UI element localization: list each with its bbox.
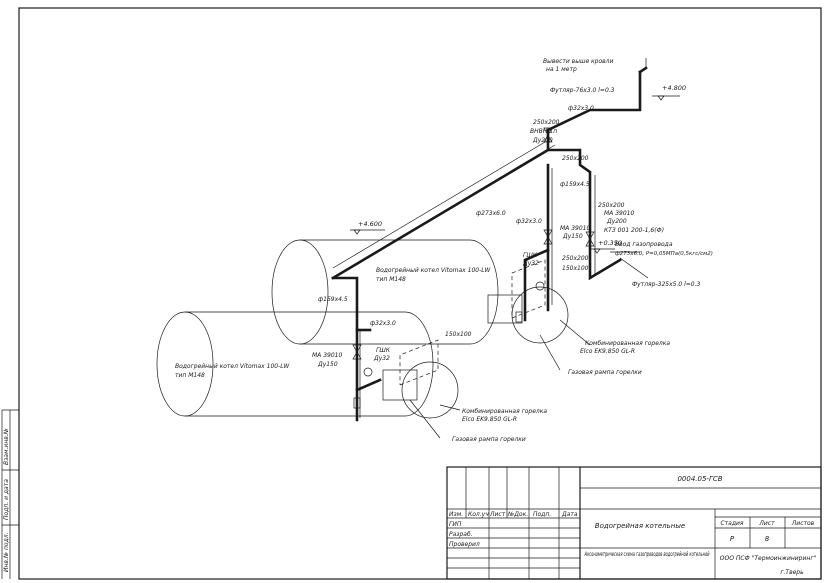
- sheet-header: Лист: [758, 520, 775, 527]
- burner-left: [382, 361, 459, 419]
- burner-right-2: Elco EK9.850 GL-R: [580, 348, 635, 355]
- sheet-value: 8: [765, 535, 770, 543]
- sleeve-325: Футляр-325х5.0 l=0.3: [632, 281, 701, 288]
- burner-left-1: Комбинированная горелка: [462, 408, 547, 415]
- col-header-doc: №Док.: [507, 511, 528, 518]
- role-gip: ГИП: [449, 521, 462, 528]
- vnv-label: ВНВН-1п: [530, 128, 557, 135]
- object-name: Водогрейная котельные: [595, 522, 685, 530]
- du200-a: Ду200: [532, 137, 553, 144]
- valve-markers: [352, 127, 595, 409]
- col-header-izm: Изм.: [449, 511, 463, 518]
- role-checker: Проверил: [449, 541, 480, 548]
- burner-right-1: Комбинированная горелка: [585, 340, 670, 347]
- boiler-left-2: тип М148: [175, 372, 205, 379]
- d159-left: ф159х4.5: [318, 296, 348, 303]
- d159-right: ф159х4.5: [560, 181, 590, 188]
- boiler-left-1: Водогрейный котел Vitomax 100-LW: [175, 363, 290, 370]
- size-250-a: 250х200: [533, 119, 560, 126]
- annotations: Вывести выше кровли на 1 метр +4.800 Фут…: [175, 58, 713, 443]
- role-developer: Разраб.: [449, 531, 473, 538]
- stage-value: Р: [730, 535, 735, 543]
- vent-pipe-label: Футляр-76х3.0 l=0.3: [550, 87, 615, 94]
- size-250-c: 250х200: [598, 202, 625, 209]
- ma-right-1: МА 39010: [560, 225, 590, 232]
- side-stamp-replace: Взам.инв.№: [3, 428, 10, 465]
- ma-left-2: Ду150: [317, 361, 338, 368]
- side-stamp: Инв.№ подл. Подп. и дата Взам.инв.№: [1, 409, 19, 579]
- ramp-right: Газовая рампа горелки: [568, 369, 642, 376]
- d32-low: ф32х3.0: [370, 320, 396, 327]
- stage-header: Стадия: [720, 520, 743, 527]
- side-stamp-sign: Подп. и дата: [3, 479, 10, 520]
- elev-inlet: +0.350: [598, 239, 622, 247]
- ma-inlet-2: Ду200: [606, 218, 627, 225]
- boiler-right-1: Водогрейный котел Vitomax 100-LW: [376, 267, 491, 274]
- title-block: 0004.05-ГСВ Изм. Кол.уч Лист №Док. Подп.…: [446, 466, 822, 580]
- elev-left: +4.600: [358, 220, 382, 228]
- gsh-left-2: Ду32: [373, 355, 390, 362]
- elevation-markers: [350, 95, 665, 254]
- vent-note-1: Вывести выше кровли: [543, 58, 614, 65]
- doc-code: 0004.05-ГСВ: [677, 475, 722, 483]
- inlet-2: ф273х6.0, Р=0,05МПа(0,5кгс/см2): [615, 251, 713, 257]
- boiler-right: [271, 239, 499, 345]
- ma-right-2: Ду150: [562, 233, 583, 240]
- side-stamp-inv: Инв.№ подл.: [3, 532, 10, 572]
- boiler-right-2: тип М148: [376, 276, 406, 283]
- main-pipe-label: ф273х6.0: [476, 210, 506, 217]
- elev-top: +4.800: [662, 84, 686, 92]
- gsh-left-1: ГШК: [376, 347, 391, 354]
- size-150-b: 150х100: [445, 331, 472, 338]
- size-150-a: 150х100: [562, 265, 589, 272]
- sheet-frame: [18, 7, 822, 580]
- leader-lines: [409, 58, 680, 439]
- gas-ramps: [399, 259, 546, 386]
- size-250-b: 250х200: [562, 155, 589, 162]
- company-city: г.Тверь: [780, 569, 804, 576]
- col-header-kol: Кол.уч: [468, 511, 489, 518]
- kt3-label: КТЗ 001 200-1,6(Ф): [604, 227, 664, 234]
- ma-inlet-1: МА 39010: [604, 210, 634, 217]
- gsh-right-1: ГШК: [523, 252, 538, 259]
- sheet-title: Аксонометрическая схема газопроводов вод…: [584, 551, 710, 558]
- vent-note-2: на 1 метр: [546, 66, 577, 73]
- burner-left-2: Elco EK9.850 GL-R: [462, 416, 517, 423]
- d32-top: ф32х3.0: [568, 105, 594, 112]
- size-250-d: 250х200: [562, 255, 589, 262]
- col-header-sign: Подп.: [533, 511, 551, 518]
- boiler-left: [156, 311, 434, 417]
- gsh-right-2: Ду32: [522, 260, 539, 267]
- company-name: ООО ПСФ "Термоинжиниринг": [720, 555, 817, 562]
- ma-left-1: МА 39010: [312, 352, 342, 359]
- d32-mid: ф32х3.0: [516, 218, 542, 225]
- col-header-list: Лист: [489, 511, 506, 518]
- inlet-1: Ввод газопровода: [615, 241, 673, 248]
- burner-right: [487, 286, 569, 344]
- col-header-date: Дата: [561, 511, 578, 518]
- pipe-outlines: [332, 141, 596, 418]
- sheets-header: Листов: [791, 520, 815, 527]
- ramp-left: Газовая рампа горелки: [452, 436, 526, 443]
